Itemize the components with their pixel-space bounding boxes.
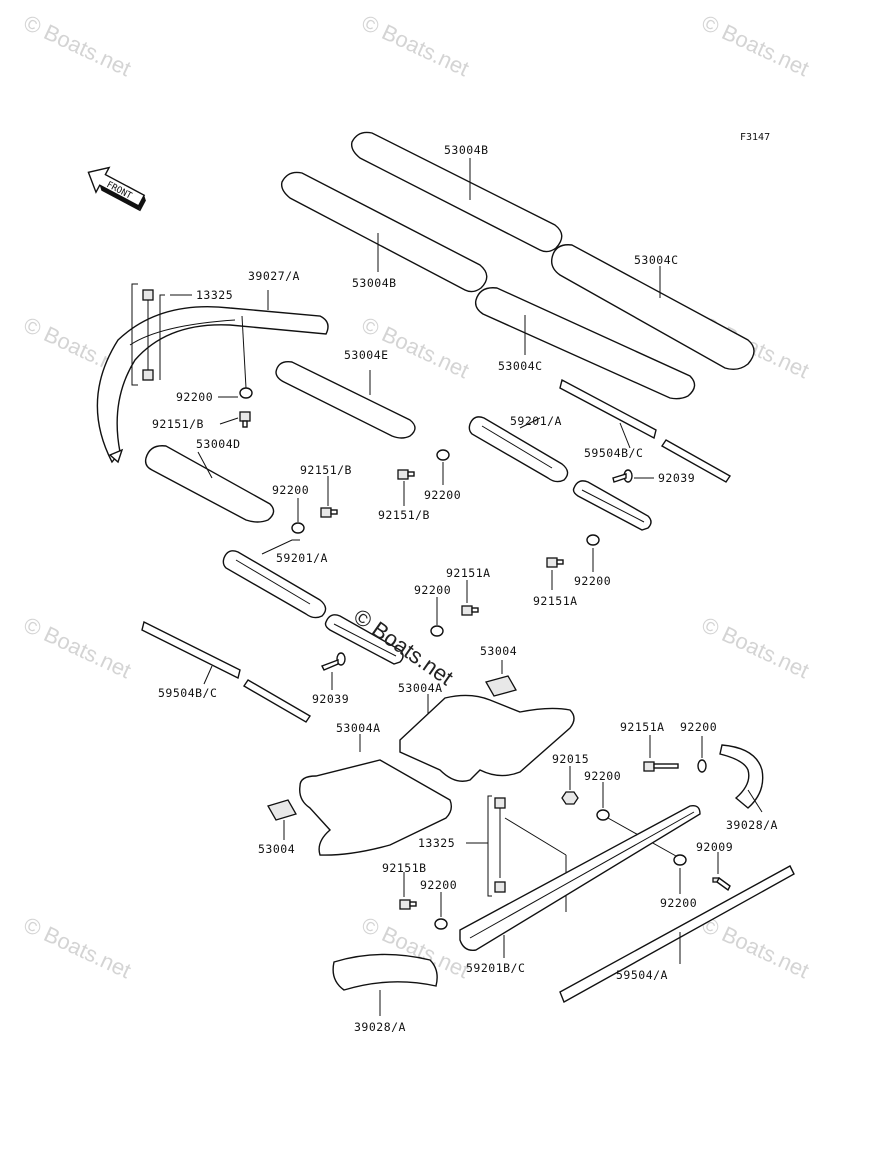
label-53004C: 53004C (498, 359, 543, 373)
watermark: © Boats.net (358, 10, 473, 81)
label-92200: 92200 (420, 878, 457, 892)
label-13325: 13325 (418, 836, 455, 850)
label-92200: 92200 (680, 720, 717, 734)
label-92200: 92200 (660, 896, 697, 910)
label-92015: 92015 (552, 752, 589, 766)
pad-53004-left: 53004 (258, 799, 297, 856)
watermark: © Boats.net (20, 10, 135, 81)
bolt-92151B-b: 92151/B (300, 463, 352, 518)
label-53004D: 53004D (196, 437, 241, 451)
bumper-39028A-bottom: 39028/A (332, 953, 438, 1034)
front-arrow-icon: FRONT (87, 166, 146, 212)
label-92200: 92200 (584, 769, 621, 783)
label-59504BC: 59504B/C (584, 446, 643, 460)
rail-59201BC: 59201B/C (459, 804, 701, 975)
strip-59504BC-left: 59504B/C (141, 620, 311, 723)
rail-59201A-left-lower (324, 614, 404, 665)
rivet-92039-left: 92039 (312, 652, 349, 706)
label-53004E: 53004E (344, 348, 389, 362)
bolt-92151A-c: 92151A (620, 720, 679, 772)
label-92039: 92039 (312, 692, 349, 706)
watermark: © Boats.net (698, 912, 813, 983)
label-92151A: 92151A (533, 594, 578, 608)
label-53004A: 53004A (398, 681, 443, 695)
bolt-92151B-a: 92151/B (152, 411, 251, 431)
rail-59201A-left: 59201/A (222, 539, 328, 619)
label-92200: 92200 (574, 574, 611, 588)
washer-92200-g: 92200 (584, 769, 677, 857)
mat-53004A-right: 53004A (398, 681, 575, 782)
label-92151B: 92151/B (378, 508, 430, 522)
watermark: © Boats.net (20, 912, 135, 983)
label-92151B: 92151/B (152, 417, 204, 431)
bolt-92151B-c: 92151/B (378, 469, 430, 522)
watermark: © Boats.net (698, 612, 813, 683)
label-39028A: 39028/A (354, 1020, 406, 1034)
bumper-39028A-right: 39028/A (719, 744, 778, 832)
label-92151B: 92151B (382, 861, 427, 875)
washer-92200-c: 92200 (424, 449, 461, 502)
label-13325: 13325 (196, 288, 233, 302)
label-92151A: 92151A (446, 566, 491, 580)
label-39028A: 39028/A (726, 818, 778, 832)
screw-92009: 92009 (696, 840, 733, 892)
label-92200: 92200 (424, 488, 461, 502)
mat-53004D: 53004D (144, 437, 275, 523)
bolt-92151A-b: 92151A (446, 566, 491, 616)
mat-53004B-mid: 53004B (280, 171, 488, 293)
watermark: © Boats.net (20, 612, 135, 683)
washer-92200-a: 92200 (176, 315, 253, 404)
label-92009: 92009 (696, 840, 733, 854)
label-59201A: 59201/A (510, 414, 562, 428)
label-59201BC: 59201B/C (466, 961, 525, 975)
washer-92200-b: 92200 (272, 483, 309, 534)
label-53004B: 53004B (444, 143, 489, 157)
label-53004: 53004 (258, 842, 295, 856)
rail-59201A-right: 59201/A (468, 414, 569, 483)
label-92200: 92200 (176, 390, 213, 404)
rivet-92039-right: 92039 (612, 469, 695, 485)
label-53004A: 53004A (336, 721, 381, 735)
pad-53004-right: 53004 (480, 644, 517, 697)
nut-92015: 92015 (552, 752, 589, 805)
washer-92200-i: 92200 (660, 854, 697, 910)
label-92200: 92200 (414, 583, 451, 597)
label-53004C: 53004C (634, 253, 679, 267)
bracket-13325-top: 13325 (131, 283, 233, 386)
mat-53004C-right: 53004C (550, 244, 755, 371)
washer-92200-h: 92200 (420, 878, 457, 930)
mat-53004B-top: 53004B (350, 131, 563, 253)
rail-59201A-right-lower (572, 480, 652, 531)
label-59504A: 59504/A (616, 968, 668, 982)
strip-59504A: 59504/A (559, 865, 795, 1003)
bolt-92151A-a: 92151A (533, 557, 578, 608)
mat-53004A-left: 53004A (299, 721, 453, 856)
label-59504BC: 59504B/C (158, 686, 217, 700)
label-59201A: 59201/A (276, 551, 328, 565)
label-92151B: 92151/B (300, 463, 352, 477)
strip-59504BC-right: 59504B/C (559, 378, 732, 483)
bumper-39027A: 39027/A (96, 269, 329, 464)
figure-code: F3147 (740, 132, 770, 143)
washer-92200-f: 92200 (680, 720, 717, 773)
label-92039: 92039 (658, 471, 695, 485)
mat-53004E: 53004E (275, 348, 416, 439)
washer-92200-e: 92200 (414, 583, 451, 637)
washer-92200-d: 92200 (574, 534, 611, 588)
label-53004: 53004 (480, 644, 517, 658)
label-92200: 92200 (272, 483, 309, 497)
mat-53004C-mid: 53004C (474, 287, 696, 400)
label-53004B: 53004B (352, 276, 397, 290)
label-39027A: 39027/A (248, 269, 300, 283)
watermark: © Boats.net (698, 10, 813, 81)
bolt-92151B-d: 92151B (382, 861, 427, 910)
label-92151A: 92151A (620, 720, 665, 734)
